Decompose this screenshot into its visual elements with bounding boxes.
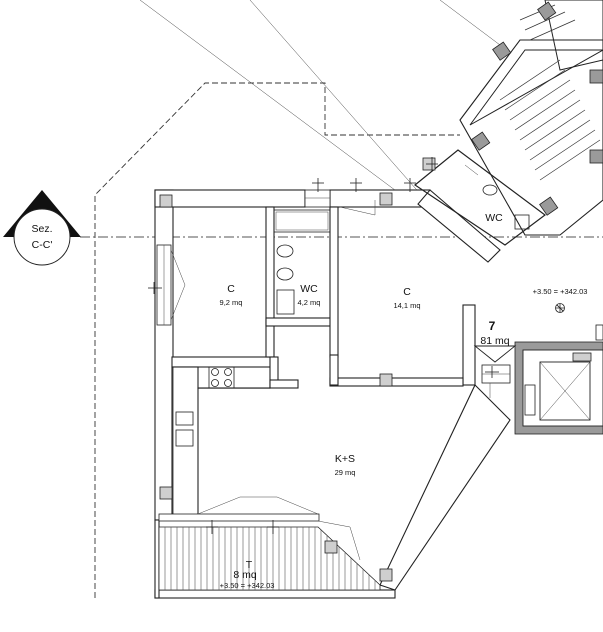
bathroom-fixtures: [273, 209, 331, 315]
common-wc-label: WC: [485, 212, 503, 224]
room-name-kitchen-living: K+S: [335, 453, 355, 465]
construction-line: [249, 0, 431, 206]
room-name-bedroom-large: C: [403, 286, 411, 298]
room-name-bedroom-small: C: [227, 283, 235, 295]
entrance-door: [481, 364, 511, 398]
section-marker-line1: Sez.: [31, 223, 52, 235]
exterior-walls: [154, 189, 511, 599]
room-name-terrace: T: [246, 559, 253, 571]
room-name-bathroom: WC: [300, 283, 318, 295]
site-outline: [94, 82, 460, 598]
section-marker-line2: C-C': [32, 239, 53, 251]
room-area-bedroom-small: 9,2 mq: [220, 298, 243, 307]
room-area-bedroom-large: 14,1 mq: [393, 301, 420, 310]
section-marker: Sez. C-C': [3, 190, 81, 266]
room-area-kitchen-living: 29 mq: [335, 468, 356, 477]
construction-line: [139, 0, 416, 206]
terrace-area: [158, 496, 381, 591]
landing-elevation: +3.50 = +342.03: [533, 287, 588, 296]
terrace-elevation: +3.50 = +342.03: [220, 581, 275, 590]
room-area-terrace: 8 mq: [233, 569, 257, 581]
unit-number: 7: [489, 319, 496, 333]
landing-marker: [555, 303, 565, 313]
room-area-bathroom: 4,2 mq: [298, 298, 321, 307]
dimension-ticks: [148, 157, 499, 534]
unit-marker: [473, 345, 517, 363]
north-doors: [159, 189, 393, 582]
interior-walls: [171, 206, 464, 518]
west-window: [156, 244, 186, 326]
unit-area: 81 mq: [480, 335, 509, 347]
elevator: [514, 324, 603, 435]
kitchen-counter: [172, 366, 270, 520]
stair-core: [459, 0, 603, 236]
